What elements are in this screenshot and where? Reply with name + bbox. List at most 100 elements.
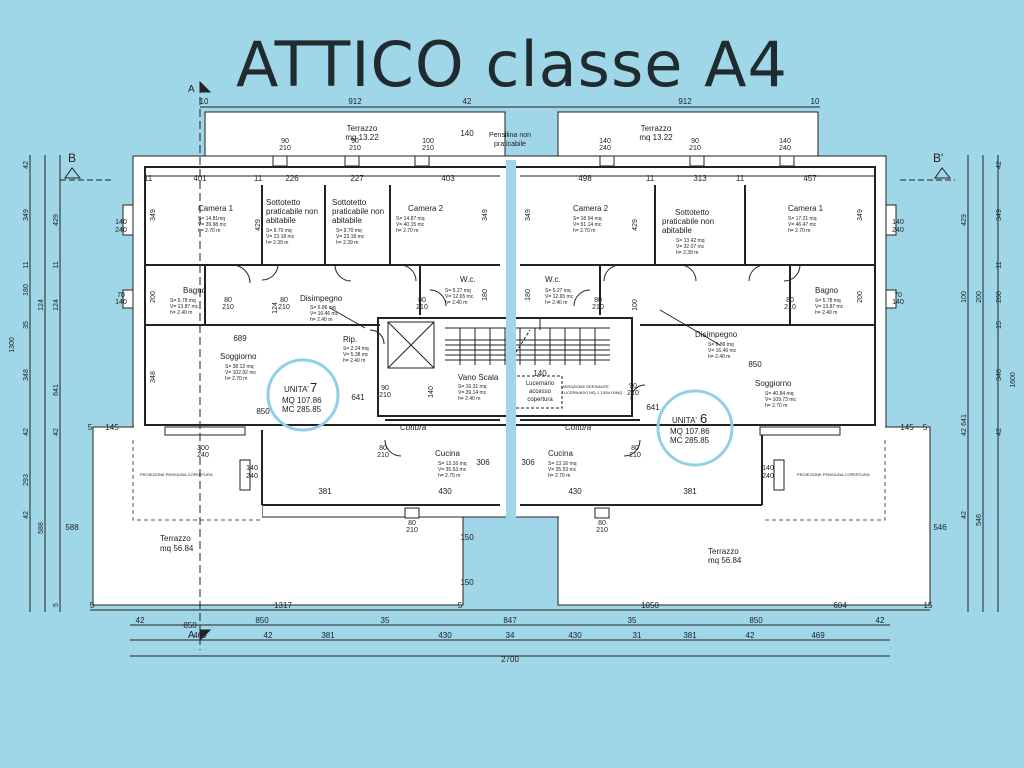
room-bagno-left: Bagno S= 5.78 mq V= 13.87 mc h= 2.40 m <box>170 286 207 316</box>
room-terrazzo-top-left: Terrazzo mq 13.22 <box>345 124 379 142</box>
unit-7-label: UNITA' 7 MQ 107.86 MC 285.85 <box>282 380 322 414</box>
win-top-r3-140: 140 <box>779 138 791 145</box>
cottura-label-right: Cottura <box>565 423 592 432</box>
svg-text:h= 2.40 m: h= 2.40 m <box>343 358 365 364</box>
svg-text:V= 109.73 mc: V= 109.73 mc <box>765 397 796 403</box>
dim-misc-16: 5 <box>923 423 928 432</box>
win-bottom-l-80: 80 <box>408 520 416 527</box>
bot1-dim-5: 850 <box>749 616 763 625</box>
cottura-label-left: Cottura <box>400 423 427 432</box>
lo-9: 42 <box>23 511 30 519</box>
canopy-left <box>132 440 260 521</box>
ro-2: 11 <box>996 261 1003 268</box>
door-cucina-r-210: 210 <box>629 452 641 459</box>
door-wc-r-80: 80 <box>594 297 602 304</box>
door-sott-80: 80 <box>280 297 288 304</box>
dim-wc-180-r: 180 <box>525 289 532 301</box>
dim-misc-20: 306 <box>476 458 490 467</box>
room-sottotetto-1: Sottotetto praticabile non abitabile S= … <box>266 198 318 246</box>
room-terrazzo-bottom-left: Terrazzo mq 56.84 <box>160 534 194 553</box>
svg-text:Disimpegno: Disimpegno <box>695 330 738 339</box>
door-wc-r-210: 210 <box>592 304 604 311</box>
terrace-fill-left <box>94 428 262 604</box>
svg-text:accesso: accesso <box>529 389 552 395</box>
ro-1: 349 <box>996 209 1003 221</box>
bot2-dim-5: 430 <box>568 631 582 640</box>
win-sogg-300: 300 <box>197 445 209 452</box>
ro-9: 546 <box>976 514 983 526</box>
unit-7-circle <box>266 358 340 432</box>
win-l-240: 240 <box>115 227 127 234</box>
dim-wc-180-l: 180 <box>482 289 489 301</box>
bot1-dim-2: 35 <box>381 616 390 625</box>
dim-misc-2: 11 <box>646 174 655 183</box>
ro-8: 42 <box>961 511 968 519</box>
room-disimpegno-right: Disimpegno S= 6.86 mq V= 16.46 mc h= 2.4… <box>695 330 738 360</box>
room-camera2-right: Camera 2 S= 18.94 mq V= 51.14 mc h= 2.70… <box>573 204 609 234</box>
svg-text:h= 2.40 m: h= 2.40 m <box>458 396 480 402</box>
svg-text:MQ 107.86: MQ 107.86 <box>670 427 710 436</box>
room-disimpegno-left: Disimpegno S= 6.86 mq V= 16.46 mc h= 2.4… <box>300 294 343 323</box>
ro-4: 15 <box>996 321 1003 329</box>
dim-misc-9: 430 <box>438 487 452 496</box>
dim-misc-7: 850 <box>183 621 197 630</box>
svg-text:praticabile non: praticabile non <box>332 207 384 216</box>
win-cucina-l-140: 140 <box>246 465 258 472</box>
door-ingr-r-210: 210 <box>627 390 639 397</box>
dim-misc-0: 11 <box>144 174 153 183</box>
bot2-dim-7: 381 <box>683 631 697 640</box>
page-title: ATTICO classe A4 <box>236 28 788 101</box>
room-soggiorno-left: Soggiorno S= 38.12 mq V= 102.92 mc h= 2.… <box>220 352 257 382</box>
dim-top-0: 10 <box>200 97 209 106</box>
win-l-140: 140 <box>115 219 127 226</box>
dim-room-227: 227 <box>350 174 364 183</box>
dim-misc-25: 546 <box>933 523 947 532</box>
svg-text:Terrazzo: Terrazzo <box>641 124 672 133</box>
lo-0: 42 <box>23 161 30 169</box>
svg-text:V= 23.18 mc: V= 23.18 mc <box>266 234 295 240</box>
right-total: 1600 <box>1010 372 1017 388</box>
win-top-r-140: 140 <box>599 138 611 145</box>
svg-text:S= 38.12 mq: S= 38.12 mq <box>225 364 254 370</box>
canopy-projection <box>132 440 886 521</box>
svg-text:V= 102.92 mc: V= 102.92 mc <box>225 370 256 376</box>
svg-text:V= 40.15 mc: V= 40.15 mc <box>396 222 425 228</box>
dim-misc-24: 588 <box>65 523 79 532</box>
terr-dim-3: 1050 <box>641 601 659 610</box>
terr-dim-5: 15 <box>924 601 933 610</box>
win-cucina-l-240: 240 <box>246 473 258 480</box>
lo-5: 35 <box>23 321 30 329</box>
bot2-dim-1: 42 <box>264 631 273 640</box>
room-cucina-left: Cucina S= 13.16 mq V= 35.53 mc h= 2.70 m <box>435 449 467 479</box>
room-soggiorno-right: Soggiorno S= 40.84 mq V= 109.73 mc h= 2.… <box>755 379 796 409</box>
bot2-dim-6: 31 <box>633 631 642 640</box>
room-pensilina: Pensilina non praticabile <box>489 132 531 148</box>
win-r-70: 70 <box>894 292 902 299</box>
dim-misc-17: 140 <box>460 129 474 138</box>
svg-text:UNITA': UNITA' <box>284 385 309 394</box>
svg-text:abitabile: abitabile <box>332 216 362 225</box>
dim-misc-4: 689 <box>233 334 247 343</box>
bot1-dim-6: 42 <box>876 616 885 625</box>
svg-text:Bagno: Bagno <box>183 286 207 295</box>
stair-treads <box>445 327 610 365</box>
dim-total: 2700 <box>501 655 519 664</box>
win-top-r-240: 240 <box>599 145 611 152</box>
door-bagno-80: 80 <box>224 297 232 304</box>
leader-lines <box>329 307 721 346</box>
door-bagno-r-210: 210 <box>784 304 796 311</box>
svg-text:V= 13.87 mc: V= 13.87 mc <box>170 304 199 310</box>
lo-2: 11 <box>23 261 30 268</box>
win-top-90: 90 <box>281 138 289 145</box>
unit-6-label: UNITA' 6 MQ 107.86 MC 285.85 <box>670 411 710 445</box>
svg-text:Cucina: Cucina <box>548 449 573 458</box>
svg-text:S= 13.16 mq: S= 13.16 mq <box>548 461 577 467</box>
dim-soggiorno-348: 348 <box>150 371 157 383</box>
svg-text:Lucernario: Lucernario <box>526 381 555 387</box>
lo-7: 42 <box>23 428 30 436</box>
dim-disimp-124: 124 <box>272 302 279 314</box>
svg-text:V= 32.07 mc: V= 32.07 mc <box>676 244 705 250</box>
dim-misc-5: 850 <box>256 407 270 416</box>
dim-cam1-349-r: 349 <box>857 209 864 221</box>
